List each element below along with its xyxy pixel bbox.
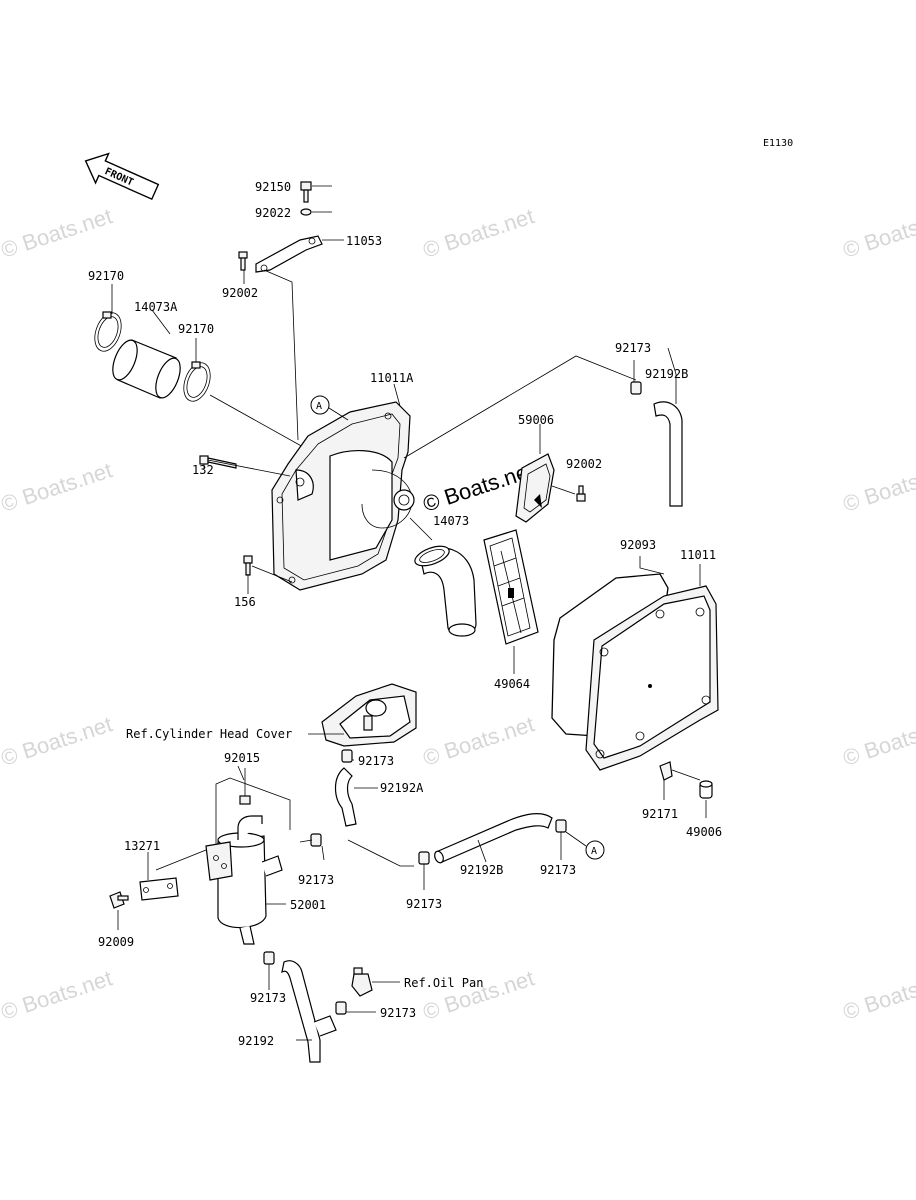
label-59006: 59006 [518, 413, 554, 427]
housing-11011A-icon [271, 401, 415, 591]
oil-pan-fitting-icon [351, 967, 373, 997]
part-labels: 92150 92022 11053 92002 92170 14073A 921… [88, 180, 722, 1048]
label-132: 132 [192, 463, 214, 477]
cover-11011-icon [585, 585, 719, 771]
clamp-92173-oil-icon [335, 1001, 347, 1015]
watermark: © Boats.net [420, 965, 537, 1024]
watermark: © Boats.net [840, 457, 916, 516]
clamp-92173-right-icon [555, 819, 567, 833]
reference-marker-a-bottom [585, 840, 605, 860]
label-92192B-top: 92192B [645, 367, 688, 381]
label-92173-right: 92173 [540, 863, 576, 877]
bracket-13271-icon [139, 877, 179, 901]
label-92002-mid: 92002 [566, 457, 602, 471]
label-92150: 92150 [255, 180, 291, 194]
label-92173-head: 92173 [358, 754, 394, 768]
hose-92192B-top-icon [653, 401, 683, 507]
label-11053: 11053 [346, 234, 382, 248]
front-arrow-icon: FRONT [84, 152, 160, 201]
label-92173-oil: 92173 [380, 1006, 416, 1020]
label-92170-a: 92170 [88, 269, 124, 283]
clamp-92170-a-icon [94, 311, 122, 352]
watermark: © Boats.net [840, 711, 916, 770]
washer-92022-icon [300, 208, 312, 216]
bolt-92002-top-icon [238, 251, 248, 271]
clamp-92173-head-icon [341, 749, 353, 763]
label-92171: 92171 [642, 807, 678, 821]
label-92173-top: 92173 [615, 341, 651, 355]
bolt-92002-mid-icon [576, 485, 586, 502]
clip-92171-icon [659, 761, 673, 781]
hose-92192-icon [281, 960, 337, 1063]
label-92009: 92009 [98, 935, 134, 949]
nut-92015-icon [239, 795, 251, 805]
watermark: © Boats.net [420, 711, 537, 770]
label-14073A: 14073A [134, 300, 178, 314]
reference-letter: A [316, 401, 322, 412]
label-92022: 92022 [255, 206, 291, 220]
watermark: © Boats.net [0, 711, 115, 770]
bolt-92150-icon [300, 181, 312, 203]
bracket-11053-icon [255, 235, 323, 273]
reference-marker-a-top [310, 395, 330, 415]
diagram-code: E1130 [763, 138, 793, 149]
label-49006: 49006 [686, 825, 722, 839]
label-92192B-bottom: 92192B [460, 863, 503, 877]
clamp-92173-mid-icon [418, 851, 430, 865]
watermark: © Boats.net [840, 965, 916, 1024]
label-ref-oil-pan: Ref.Oil Pan [404, 976, 483, 990]
label-14073: 14073 [433, 514, 469, 528]
hose-92192B-bottom-icon [434, 813, 553, 864]
watermark: © Boats.net [840, 203, 916, 262]
watermark: © Boats.net [420, 203, 537, 262]
watermark: © Boats.net [0, 203, 115, 262]
label-ref-cylinder-head-cover: Ref.Cylinder Head Cover [126, 727, 292, 741]
watermark: © Boats.net [0, 457, 115, 516]
screen-59006-icon [515, 453, 555, 523]
label-92170-b: 92170 [178, 322, 214, 336]
clamp-92173-top-icon [630, 381, 642, 395]
label-11011A: 11011A [370, 371, 414, 385]
label-92093: 92093 [620, 538, 656, 552]
label-52001: 52001 [290, 898, 326, 912]
label-49064: 49064 [494, 677, 530, 691]
hose-92192A-icon [334, 767, 357, 827]
clamp-92173-low-icon [263, 951, 275, 965]
label-92192A: 92192A [380, 781, 424, 795]
bolt-156-icon [243, 555, 253, 576]
clamp-92173-tank-icon [310, 833, 322, 847]
label-92192: 92192 [238, 1034, 274, 1048]
tank-52001-icon [205, 815, 283, 945]
elbow-14073-icon [414, 545, 477, 637]
label-13271: 13271 [124, 839, 160, 853]
watermark: © Boats.net [0, 965, 115, 1024]
clamp-92170-b-icon [183, 361, 211, 402]
label-11011: 11011 [680, 548, 716, 562]
hose-14073A-icon [112, 339, 181, 399]
label-92015: 92015 [224, 751, 260, 765]
label-92173-low: 92173 [250, 991, 286, 1005]
label-92173-mid: 92173 [406, 897, 442, 911]
reference-letter: A [591, 846, 597, 857]
cap-49006-icon [699, 780, 713, 799]
label-92173-tank: 92173 [298, 873, 334, 887]
label-92002-top: 92002 [222, 286, 258, 300]
cylinder-head-cover-icon [321, 683, 417, 747]
bolt-92009-icon [109, 891, 129, 909]
filter-element-49064-icon [483, 529, 539, 645]
label-156: 156 [234, 595, 256, 609]
